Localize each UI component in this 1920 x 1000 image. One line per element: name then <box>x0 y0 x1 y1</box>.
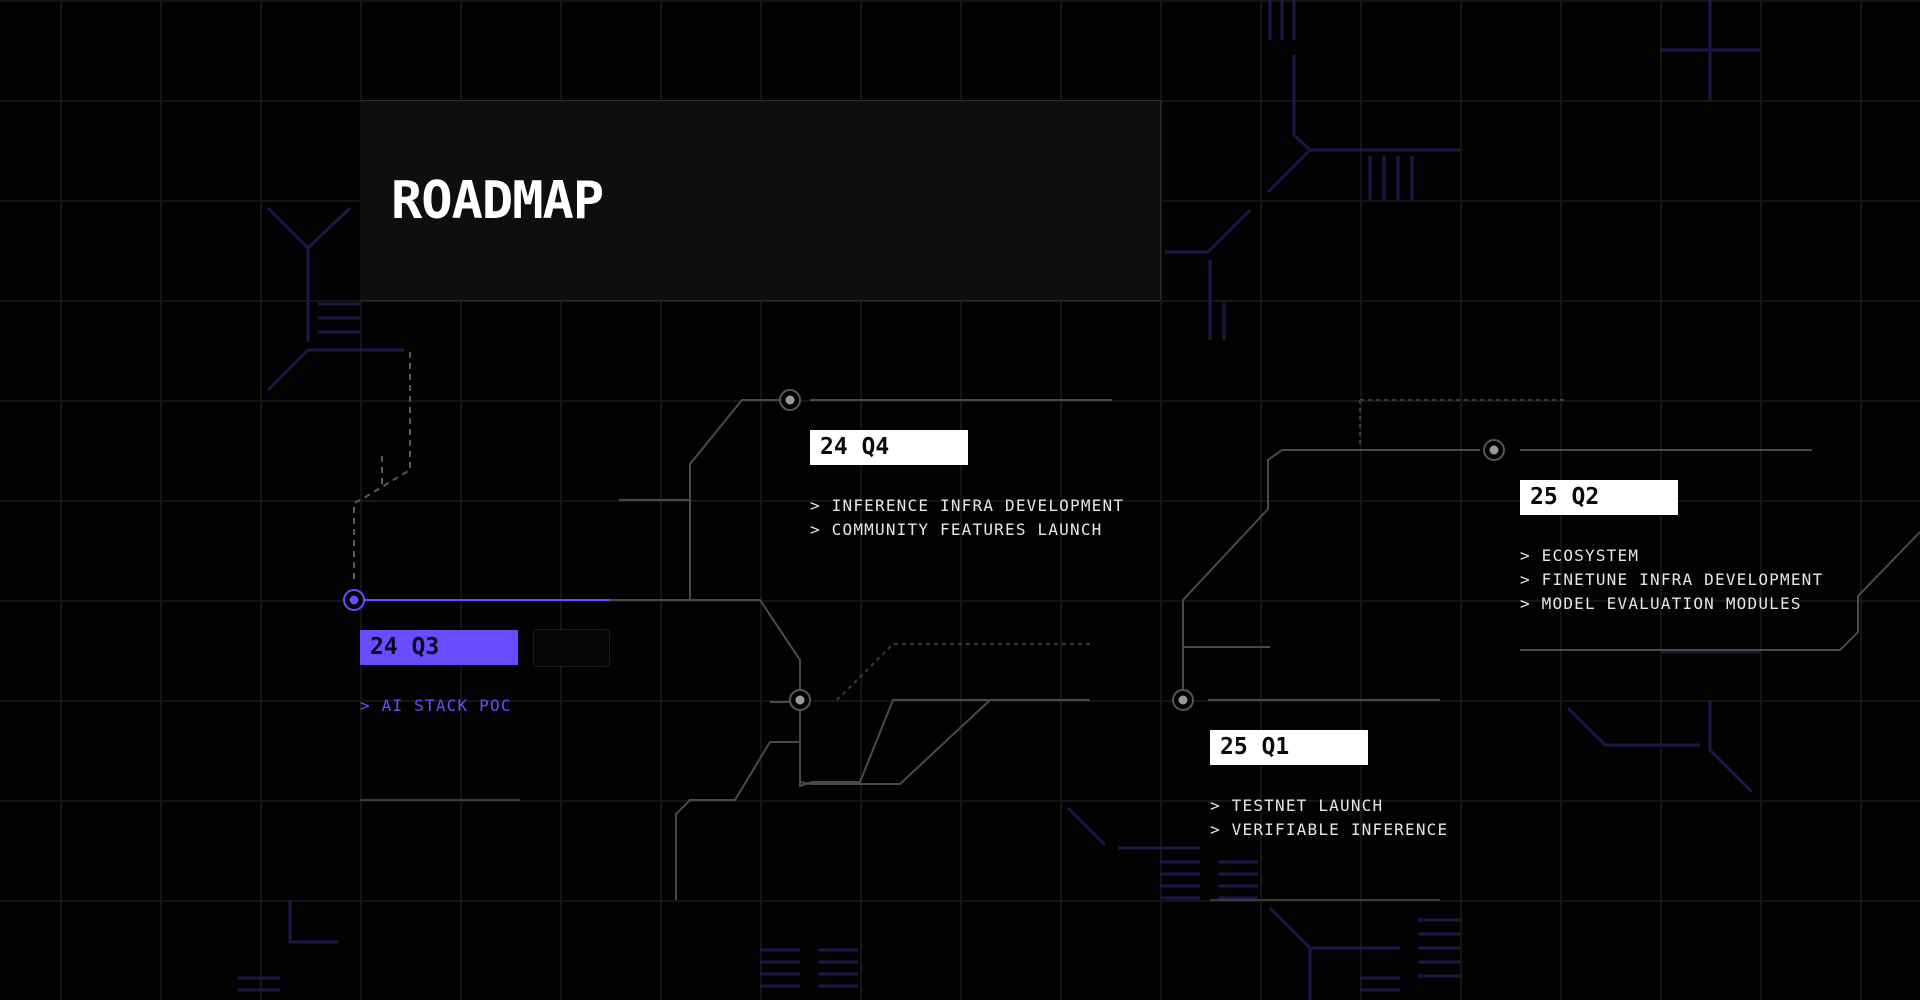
quarter-label: 24 Q4 <box>810 430 968 465</box>
milestone-item: > MODEL EVALUATION MODULES <box>1520 594 1802 613</box>
quarter-label: 25 Q1 <box>1210 730 1368 765</box>
node-junction <box>789 689 811 711</box>
node-25q2 <box>1483 439 1505 461</box>
milestone-item: > COMMUNITY FEATURES LAUNCH <box>810 520 1103 539</box>
milestone-24-q3: 24 Q3 > AI STACK POC <box>360 629 610 715</box>
milestone-25-q2: 25 Q2 > ECOSYSTEM > FINETUNE INFRA DEVEL… <box>1520 480 1822 613</box>
quarter-label: 25 Q2 <box>1520 480 1678 515</box>
quarter-label: 24 Q3 <box>360 630 518 665</box>
milestone-items: > ECOSYSTEM > FINETUNE INFRA DEVELOPMENT… <box>1520 544 1823 616</box>
milestone-items: > TESTNET LAUNCH > VERIFIABLE INFERENCE <box>1210 794 1448 842</box>
page-title: ROADMAP <box>391 171 604 231</box>
milestone-item: > ECOSYSTEM <box>1520 546 1640 565</box>
node-24q3 <box>343 589 365 611</box>
milestone-items: > AI STACK POC <box>360 694 512 718</box>
milestone-25-q1: 25 Q1 > TESTNET LAUNCH > VERIFIABLE INFE… <box>1210 730 1447 839</box>
milestone-item: > AI STACK POC <box>360 696 512 715</box>
milestone-item: > VERIFIABLE INFERENCE <box>1210 820 1449 839</box>
milestone-items: > INFERENCE INFRA DEVELOPMENT > COMMUNIT… <box>810 494 1124 542</box>
milestone-24-q4: 24 Q4 > INFERENCE INFRA DEVELOPMENT > CO… <box>810 430 1123 539</box>
decorative-glyphs <box>238 0 1760 1000</box>
milestone-item: > FINETUNE INFRA DEVELOPMENT <box>1520 570 1824 589</box>
node-25q1 <box>1172 689 1194 711</box>
ghost-box <box>533 629 610 667</box>
circuit-paths <box>353 100 1920 901</box>
milestone-item: > TESTNET LAUNCH <box>1210 796 1384 815</box>
title-panel: ROADMAP <box>360 100 1160 301</box>
node-24q4 <box>779 389 801 411</box>
milestone-item: > INFERENCE INFRA DEVELOPMENT <box>810 496 1125 515</box>
